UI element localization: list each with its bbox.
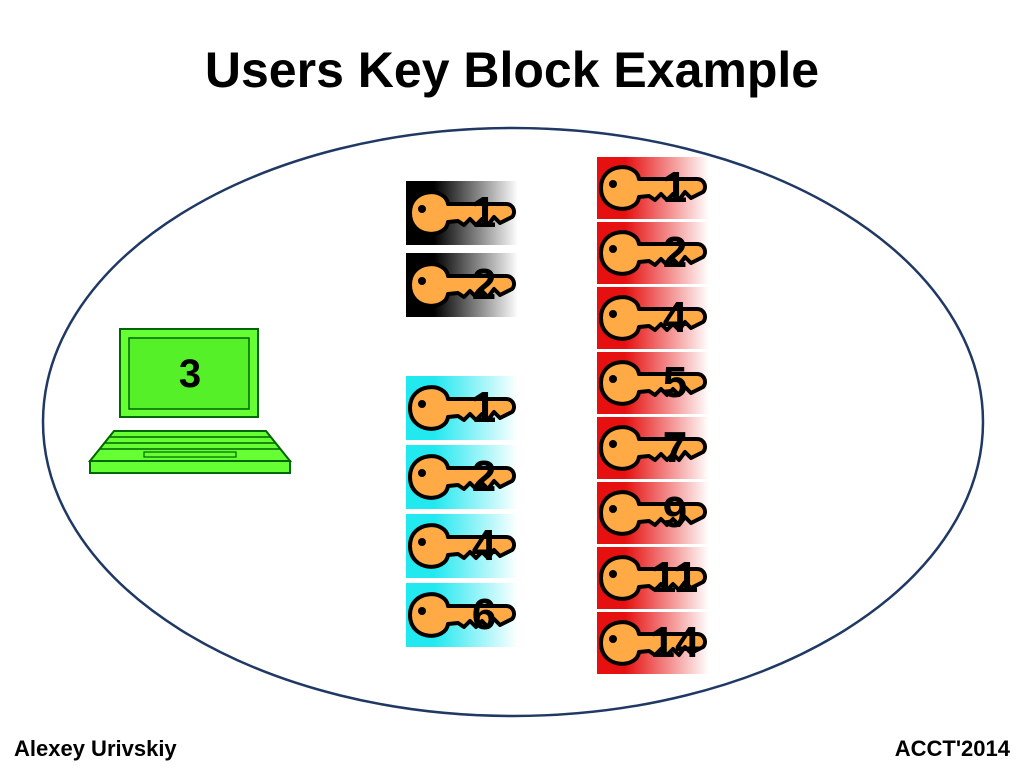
- key-number: 1: [471, 383, 497, 432]
- key-icon: [406, 253, 518, 317]
- key-icon: [406, 181, 518, 245]
- key-icon: [597, 287, 709, 349]
- key-tile: 2: [406, 253, 518, 317]
- page-title: Users Key Block Example: [204, 42, 820, 98]
- key-number: 2: [662, 228, 688, 277]
- key-number: 6: [471, 590, 497, 639]
- author-footer: Alexey Urivskiy: [14, 736, 177, 761]
- key-icon: [597, 157, 709, 219]
- key-icon: [597, 352, 709, 414]
- key-number: 4: [662, 293, 688, 342]
- key-number: 14: [650, 618, 700, 667]
- key-tile: 1: [406, 376, 518, 440]
- key-tile: 5: [597, 352, 709, 414]
- key-tile: 2: [597, 222, 709, 284]
- key-tile: 2: [406, 445, 518, 509]
- key-number: 1: [471, 188, 497, 237]
- key-icon: [597, 612, 709, 674]
- key-icon: [597, 222, 709, 284]
- key-number: 9: [662, 488, 688, 537]
- key-number: 4: [471, 521, 497, 570]
- key-tile: 14: [597, 612, 709, 674]
- key-tile: 4: [406, 514, 518, 578]
- key-icon: [597, 547, 709, 609]
- key-tile: 9: [597, 482, 709, 544]
- key-tile: 7: [597, 417, 709, 479]
- key-number: 11: [651, 553, 699, 602]
- key-icon: [406, 583, 518, 647]
- key-number: 7: [662, 423, 688, 472]
- conference-footer: ACCT'2014: [894, 736, 1010, 761]
- key-tile: 1: [406, 181, 518, 245]
- key-tile: 6: [406, 583, 518, 647]
- key-number: 1: [662, 163, 688, 212]
- key-tile: 4: [597, 287, 709, 349]
- key-icon: [597, 482, 709, 544]
- key-icon: [406, 376, 518, 440]
- key-icon: [406, 445, 518, 509]
- key-tile: 1: [597, 157, 709, 219]
- key-icon: [597, 417, 709, 479]
- laptop-icon: [88, 328, 292, 474]
- key-number: 2: [471, 452, 497, 501]
- key-tile: 11: [597, 547, 709, 609]
- key-number: 5: [662, 358, 688, 407]
- key-number: 2: [471, 260, 497, 309]
- user-label: 3: [178, 352, 202, 396]
- key-icon: [406, 514, 518, 578]
